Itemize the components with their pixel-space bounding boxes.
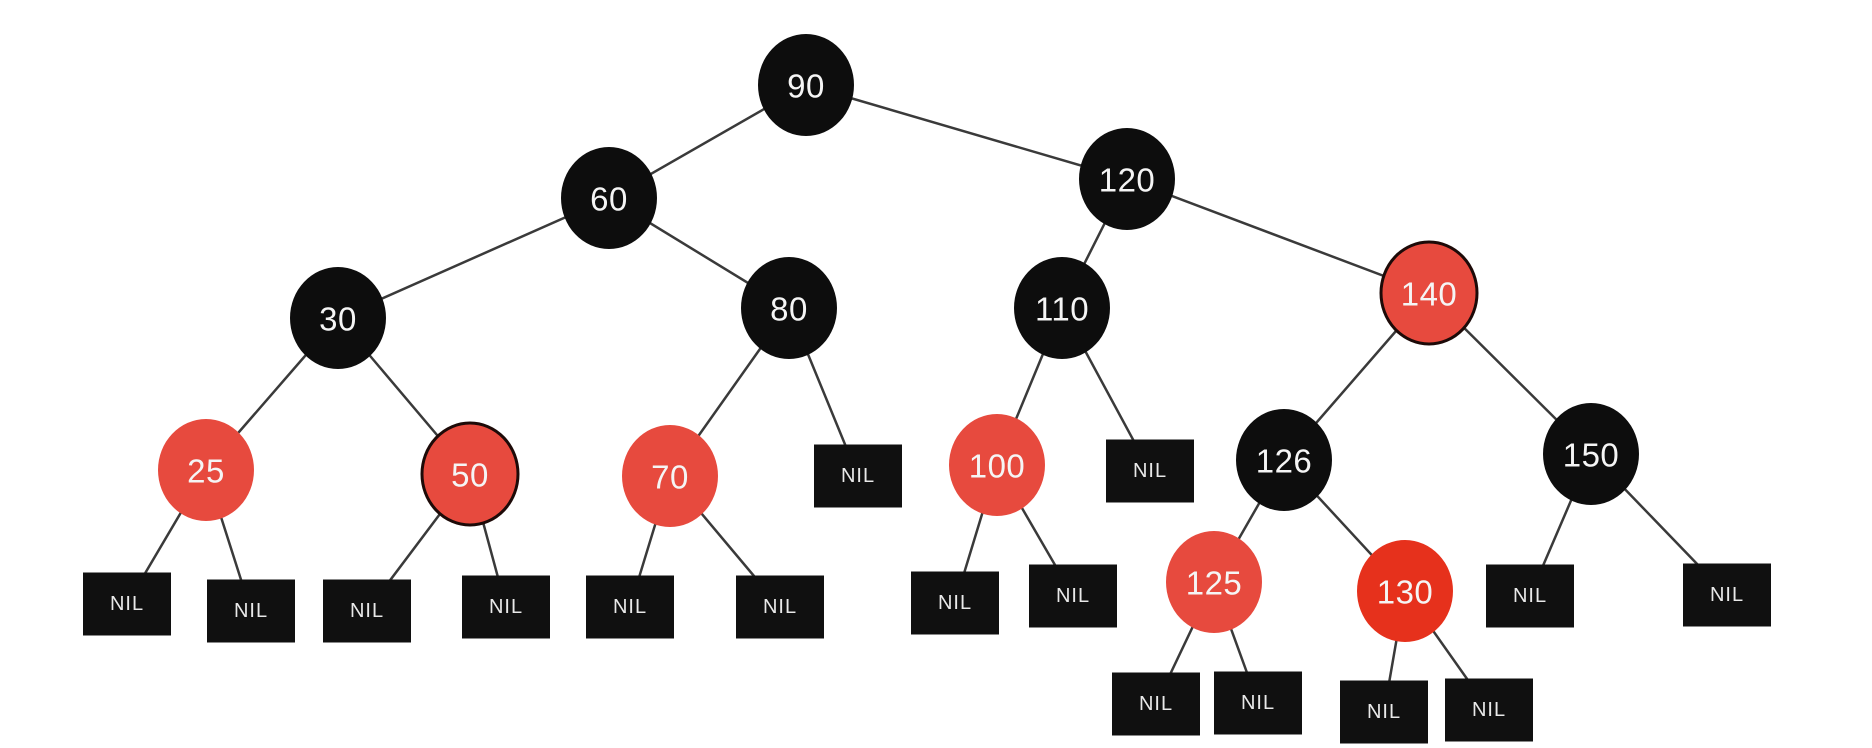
node-label: 130	[1377, 574, 1434, 611]
tree-node-circle-140	[1379, 240, 1479, 346]
nil-leaf: NIL	[1340, 680, 1428, 744]
nil-leaf-box	[1112, 672, 1200, 736]
node-label: 50	[451, 457, 489, 494]
tree-node-circle-80	[741, 257, 837, 359]
nil-leaf-box	[1486, 564, 1574, 628]
node-label: 25	[187, 453, 225, 490]
tree-node-circle-125	[1166, 531, 1262, 633]
tree-node-25: 25	[158, 419, 254, 521]
nil-leaf-label: NIL	[1056, 585, 1090, 607]
nil-leaf: NIL	[736, 575, 824, 639]
tree-node-125: 125	[1166, 531, 1262, 633]
nil-leaf: NIL	[323, 579, 411, 643]
nil-leaf-label: NIL	[1710, 584, 1744, 606]
node-label: 80	[770, 291, 808, 328]
tree-node-circle-130	[1357, 540, 1453, 642]
nil-leaf-box	[814, 444, 902, 508]
tree-edge	[1125, 177, 1431, 295]
nil-leaf: NIL	[1029, 564, 1117, 628]
nil-leaf: NIL	[462, 575, 550, 639]
nil-leaf-box	[1214, 671, 1302, 735]
node-label: 110	[1035, 291, 1089, 328]
nil-leaf-label: NIL	[1139, 693, 1173, 715]
nil-leaf: NIL	[1112, 672, 1200, 736]
nil-leaf: NIL	[814, 444, 902, 508]
nil-leaf-label: NIL	[1133, 460, 1167, 482]
nil-leaf-box	[1029, 564, 1117, 628]
nil-leaf-label: NIL	[613, 596, 647, 618]
nil-leaf-box	[83, 572, 171, 636]
tree-node-80: 80	[741, 257, 837, 359]
tree-node-126: 126	[1236, 409, 1332, 511]
node-label: 30	[319, 301, 357, 338]
tree-node-circle-60	[561, 147, 657, 249]
nil-leaf-box	[323, 579, 411, 643]
nil-leaf-box	[1683, 563, 1771, 627]
tree-node-circle-126	[1236, 409, 1332, 511]
node-label: 150	[1563, 437, 1620, 474]
tree-node-circle-90	[758, 34, 854, 136]
nil-leaf-box	[1445, 678, 1533, 742]
tree-node-circle-70	[622, 425, 718, 527]
tree-node-circle-120	[1079, 128, 1175, 230]
tree-node-130: 130	[1357, 540, 1453, 642]
nil-leaf: NIL	[1683, 563, 1771, 627]
nil-leaf: NIL	[586, 575, 674, 639]
nil-leaf-label: NIL	[234, 600, 268, 622]
tree-node-circle-30	[290, 267, 386, 369]
tree-node-90: 90	[758, 34, 854, 136]
nil-leaf: NIL	[83, 572, 171, 636]
nil-leaf-box	[586, 575, 674, 639]
nil-leaf-box	[911, 571, 999, 635]
nil-leaf-label: NIL	[1472, 699, 1506, 721]
node-label: 120	[1099, 162, 1156, 199]
nil-leaf-box	[1106, 439, 1194, 503]
node-label: 100	[969, 448, 1026, 485]
tree-node-circle-150	[1543, 403, 1639, 505]
nil-leaf-label: NIL	[938, 592, 972, 614]
tree-node-70: 70	[622, 425, 718, 527]
nil-leaf-label: NIL	[1513, 585, 1547, 607]
tree-node-circle-50	[420, 421, 520, 527]
tree-node-140: 140	[1379, 240, 1479, 346]
tree-node-50: 50	[420, 421, 520, 527]
tree-node-110: 110	[1014, 257, 1110, 359]
nil-leaf-box	[736, 575, 824, 639]
nil-leaf-label: NIL	[841, 465, 875, 487]
nil-leaf: NIL	[1214, 671, 1302, 735]
nil-leaf-label: NIL	[110, 593, 144, 615]
nil-leaf-label: NIL	[1241, 692, 1275, 714]
node-label: 125	[1186, 565, 1243, 602]
tree-node-150: 150	[1543, 403, 1639, 505]
node-label: 140	[1401, 276, 1458, 313]
nil-leaf: NIL	[1486, 564, 1574, 628]
nil-leaf-box	[1340, 680, 1428, 744]
tree-node-60: 60	[561, 147, 657, 249]
nil-leaf-label: NIL	[763, 596, 797, 618]
nil-leaf: NIL	[207, 579, 295, 643]
node-label: 90	[787, 68, 825, 105]
nil-leaf-label: NIL	[489, 596, 523, 618]
nil-leaf: NIL	[911, 571, 999, 635]
tree-edge	[336, 196, 611, 320]
tree-node-100: 100	[949, 414, 1045, 516]
tree-node-circle-110	[1014, 257, 1110, 359]
tree-node-120: 120	[1079, 128, 1175, 230]
nil-leaf-box	[462, 575, 550, 639]
tree-node-30: 30	[290, 267, 386, 369]
tree-node-circle-25	[158, 419, 254, 521]
nil-leaf-box	[207, 579, 295, 643]
node-label: 70	[651, 459, 689, 496]
node-label: 126	[1256, 443, 1313, 480]
nil-leaf: NIL	[1106, 439, 1194, 503]
nil-leaf-label: NIL	[350, 600, 384, 622]
tree-node-circle-100	[949, 414, 1045, 516]
nil-leaf-label: NIL	[1367, 701, 1401, 723]
tree-edge	[804, 83, 1129, 181]
nil-leaf: NIL	[1445, 678, 1533, 742]
node-label: 60	[590, 181, 628, 218]
